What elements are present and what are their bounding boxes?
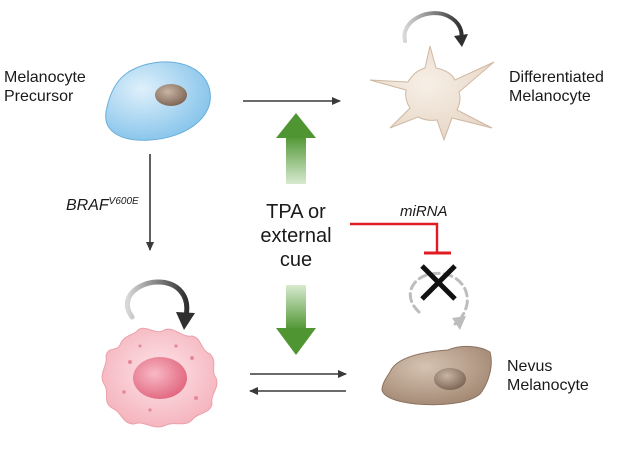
melanocyte-precursor-line1: Melanocyte — [4, 69, 86, 86]
tpa-line1: TPA or — [266, 201, 326, 223]
differentiated-line2: Melanocyte — [509, 88, 591, 105]
nevus-line1: Nevus — [507, 358, 553, 375]
melanocyte-precursor-line2: Precursor — [4, 88, 74, 105]
nevus-cell — [381, 345, 492, 406]
tpa-line2: external — [260, 225, 332, 247]
melanocyte-precursor-label: Melanocyte Precursor — [4, 68, 86, 106]
mirna-label: miRNA — [400, 203, 448, 220]
differentiated-melanocyte-label: Differentiated Melanocyte — [509, 68, 604, 106]
green-arrow-up — [276, 113, 316, 184]
differentiated-cell — [369, 45, 495, 142]
tpa-cue-label: TPA or external cue — [246, 200, 346, 272]
inhibition-line — [350, 222, 451, 255]
nevus-melanocyte-label: Nevus Melanocyte — [507, 357, 589, 395]
braf-superscript: V600E — [108, 196, 139, 207]
blocked-cycle-arrow — [408, 271, 469, 330]
proliferating-nucleus — [133, 357, 187, 399]
nevus-nucleus — [434, 368, 466, 390]
differentiated-line1: Differentiated — [509, 69, 604, 86]
block-x-icon — [420, 264, 457, 301]
precursor-cell — [105, 61, 211, 141]
nevus-line2: Melanocyte — [507, 377, 589, 394]
braf-base: BRAF — [66, 197, 109, 214]
braf-label: BRAFV600E — [66, 192, 139, 215]
tpa-line3: cue — [279, 249, 313, 271]
cycle-arrow-differentiated — [402, 11, 468, 47]
green-arrow-down — [276, 285, 316, 355]
cycle-arrow-proliferating — [124, 279, 195, 330]
proliferating-cell — [101, 327, 218, 428]
precursor-nucleus — [155, 84, 187, 106]
